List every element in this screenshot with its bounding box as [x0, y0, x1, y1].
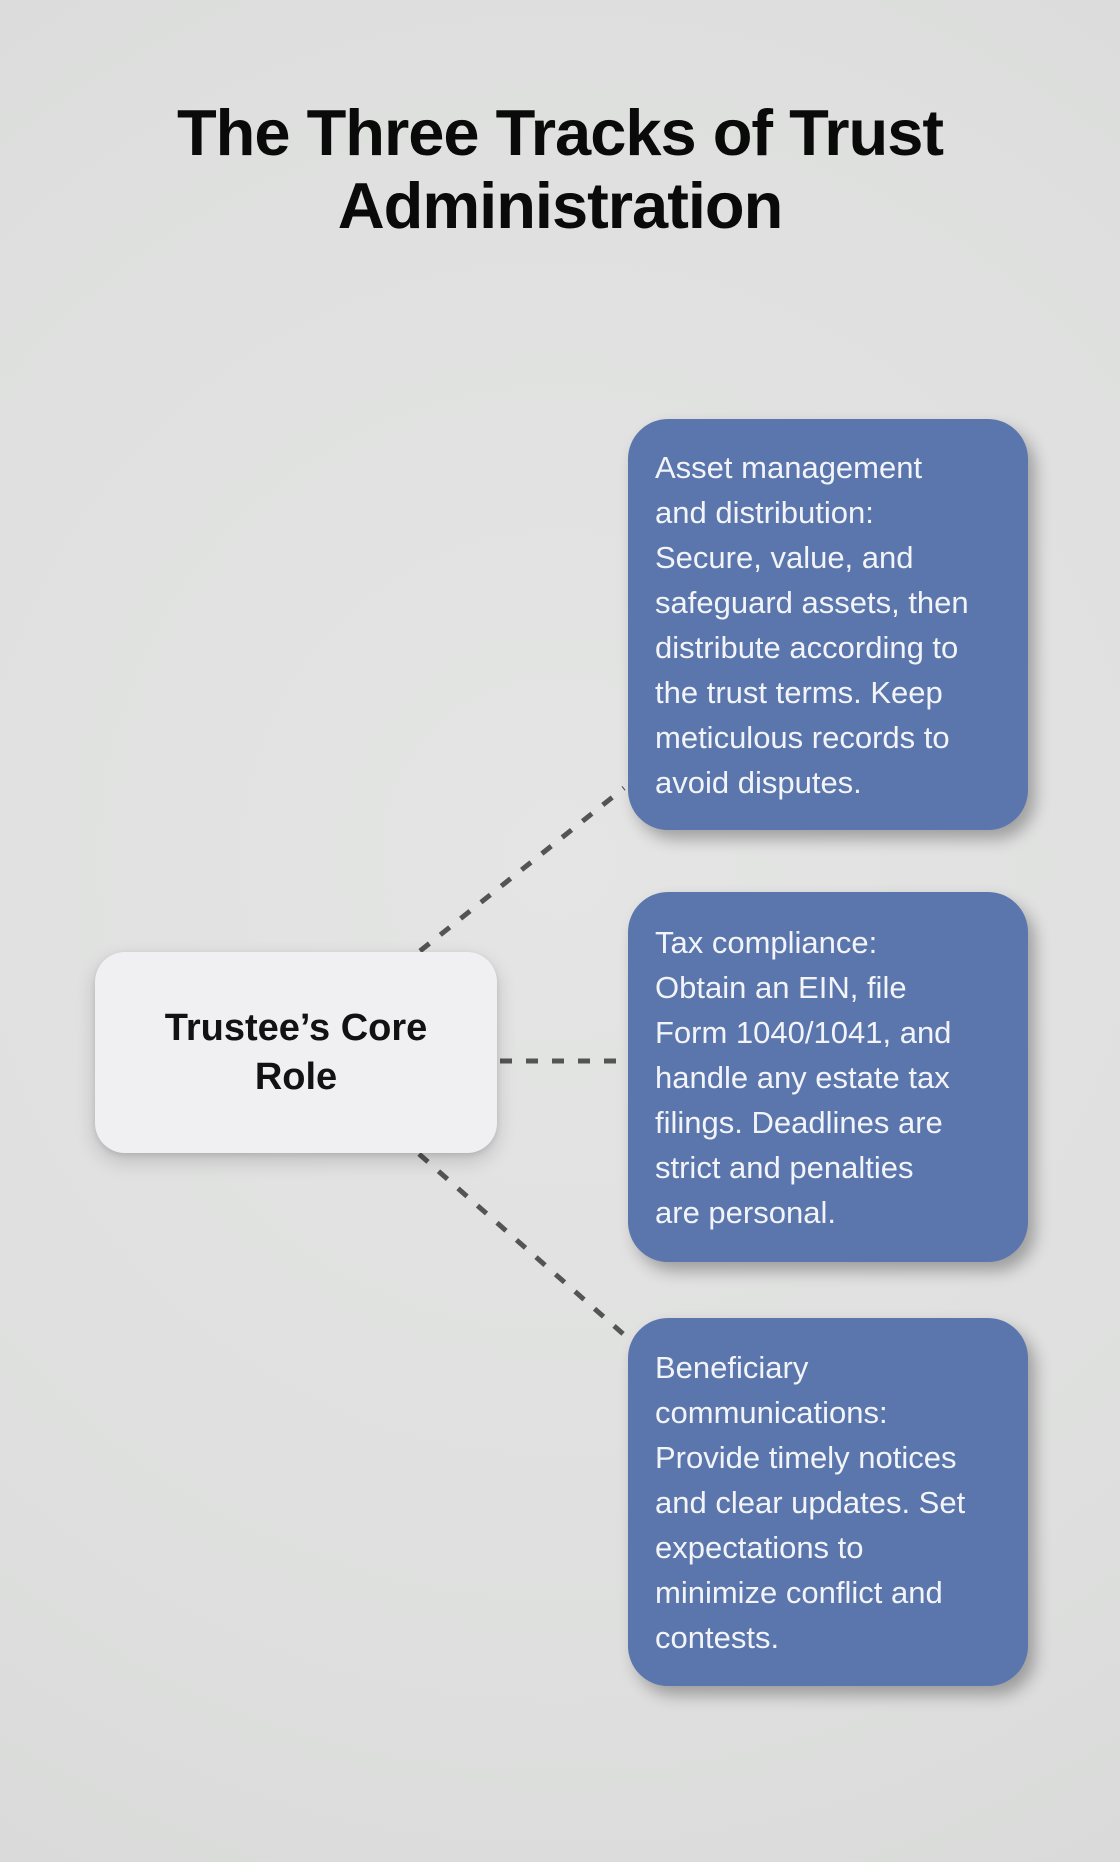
branch-text-beneficiary-communications: Beneficiary communications: Provide time…: [655, 1349, 966, 1655]
branch-text-tax-compliance: Tax compliance: Obtain an EIN, file Form…: [655, 924, 952, 1230]
branch-node-tax-compliance: Tax compliance: Obtain an EIN, file Form…: [628, 892, 1028, 1262]
connector-line-top: [418, 786, 626, 953]
branch-node-asset-management: Asset management and distribution: Secur…: [628, 419, 1028, 830]
diagram-title: The Three Tracks of Trust Administration: [176, 96, 944, 242]
branch-node-beneficiary-communications: Beneficiary communications: Provide time…: [628, 1318, 1028, 1686]
branch-text-asset-management: Asset management and distribution: Secur…: [655, 449, 969, 800]
bottom-edge: [0, 1862, 1120, 1866]
center-node-trustee-core-role: Trustee’s Core Role: [95, 952, 497, 1153]
center-node-label: Trustee’s Core Role: [164, 1006, 428, 1098]
connector-line-bottom: [417, 1152, 632, 1342]
